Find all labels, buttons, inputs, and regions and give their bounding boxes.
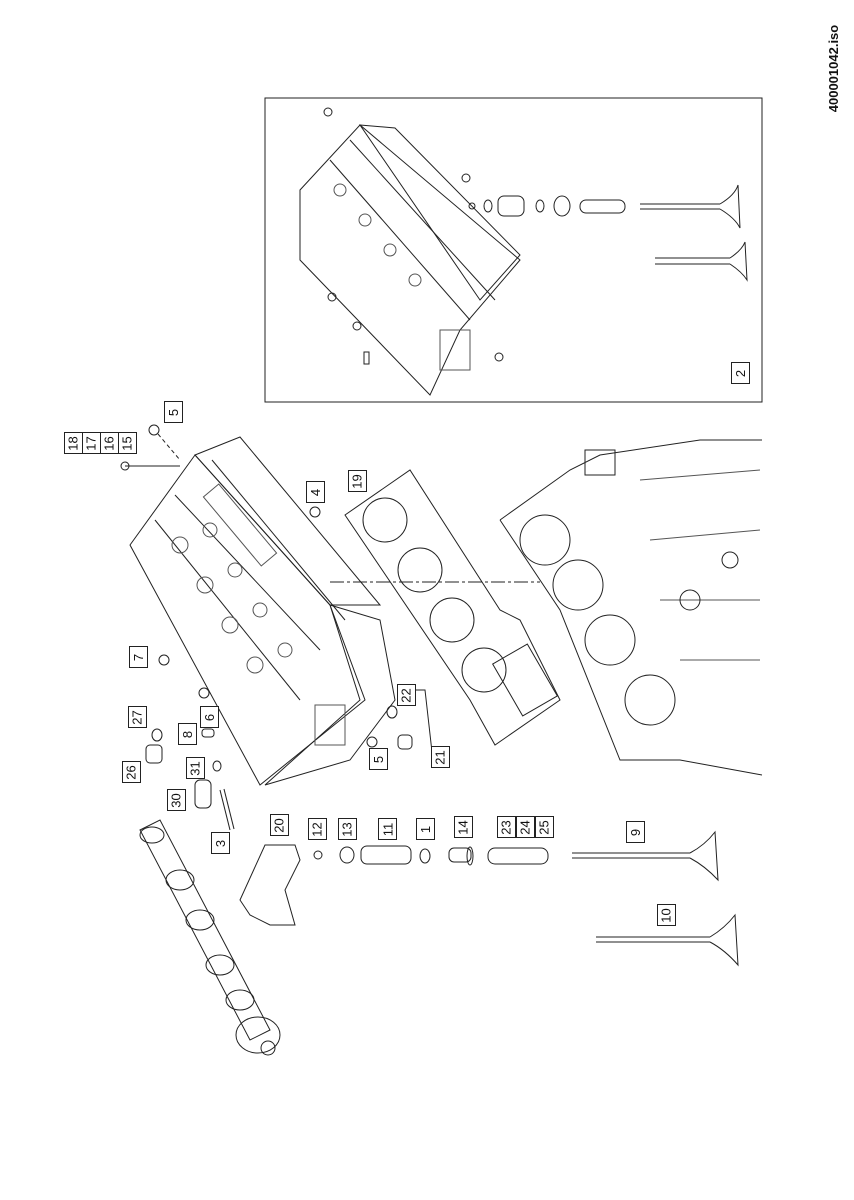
small-parts bbox=[120, 424, 433, 831]
callout-number: 1 bbox=[417, 825, 433, 833]
callout-12: 12 bbox=[308, 818, 327, 840]
camshaft bbox=[139, 819, 281, 1056]
callout-number: 16 bbox=[102, 435, 117, 451]
callout-number: 17 bbox=[84, 435, 99, 451]
callout-24: 24 bbox=[516, 816, 535, 838]
callout-21: 21 bbox=[431, 746, 450, 768]
callout-number: 13 bbox=[340, 821, 355, 837]
document-id-text: 400001042.iso bbox=[826, 24, 842, 112]
callout-13: 13 bbox=[338, 818, 357, 840]
callout-3: 3 bbox=[211, 832, 230, 854]
callout-number: 10 bbox=[659, 907, 674, 923]
callout-5-bottom: 5 bbox=[369, 748, 388, 770]
callout-10: 10 bbox=[657, 904, 676, 926]
callout-18: 18 bbox=[64, 432, 83, 454]
callout-11: 11 bbox=[378, 818, 397, 840]
callout-number: 23 bbox=[499, 819, 514, 835]
callout-number: 19 bbox=[350, 473, 365, 489]
callout-5-top: 5 bbox=[164, 401, 183, 423]
callout-number: 3 bbox=[212, 839, 228, 847]
callout-number: 18 bbox=[66, 435, 81, 451]
callout-number: 11 bbox=[380, 822, 395, 836]
callout-23: 23 bbox=[497, 816, 516, 838]
callout-number: 9 bbox=[627, 828, 643, 836]
callout-25: 25 bbox=[535, 816, 554, 838]
callout-15: 15 bbox=[118, 432, 137, 454]
callout-14: 14 bbox=[454, 816, 473, 838]
engine-block bbox=[499, 439, 763, 776]
document-id: 400001042.iso bbox=[824, 8, 844, 128]
callout-4: 4 bbox=[306, 481, 325, 503]
callout-number: 30 bbox=[169, 792, 184, 808]
callout-30: 30 bbox=[167, 789, 186, 811]
rocker-arm-drawing bbox=[239, 844, 301, 926]
callout-6: 6 bbox=[200, 706, 219, 728]
callout-number: 2 bbox=[732, 369, 748, 377]
callout-16: 16 bbox=[100, 432, 119, 454]
callout-number: 21 bbox=[433, 749, 448, 765]
callout-2: 2 bbox=[731, 362, 750, 384]
callout-22: 22 bbox=[397, 684, 416, 706]
callout-1: 1 bbox=[416, 818, 435, 840]
callout-number: 22 bbox=[399, 687, 414, 703]
head-gasket bbox=[344, 469, 561, 746]
valve-train bbox=[313, 830, 739, 967]
callout-number: 25 bbox=[537, 819, 552, 835]
callout-8: 8 bbox=[178, 723, 197, 745]
callout-17: 17 bbox=[82, 432, 101, 454]
callout-number: 15 bbox=[120, 435, 135, 451]
callout-27: 27 bbox=[128, 706, 147, 728]
callout-number: 8 bbox=[179, 730, 195, 738]
callout-19: 19 bbox=[348, 470, 367, 492]
callout-number: 14 bbox=[456, 819, 471, 835]
callout-number: 26 bbox=[124, 764, 139, 780]
callout-number: 20 bbox=[272, 817, 287, 833]
cylinder-head bbox=[129, 436, 396, 786]
callout-number: 6 bbox=[201, 713, 217, 721]
callout-9: 9 bbox=[626, 821, 645, 843]
callout-26: 26 bbox=[122, 761, 141, 783]
callout-number: 24 bbox=[518, 819, 533, 835]
callout-number: 7 bbox=[130, 653, 146, 661]
callout-number: 5 bbox=[165, 408, 181, 416]
inset-valve-train bbox=[468, 184, 748, 282]
callout-7: 7 bbox=[129, 646, 148, 668]
callout-number: 31 bbox=[188, 760, 203, 776]
callout-31: 31 bbox=[186, 757, 205, 779]
inset-cylinder-head bbox=[299, 107, 521, 396]
callout-number: 27 bbox=[130, 709, 145, 725]
callout-number: 12 bbox=[310, 821, 325, 837]
inset-frame bbox=[264, 97, 763, 403]
callout-20: 20 bbox=[270, 814, 289, 836]
callout-number: 5 bbox=[370, 755, 386, 763]
callout-number: 4 bbox=[307, 488, 323, 496]
